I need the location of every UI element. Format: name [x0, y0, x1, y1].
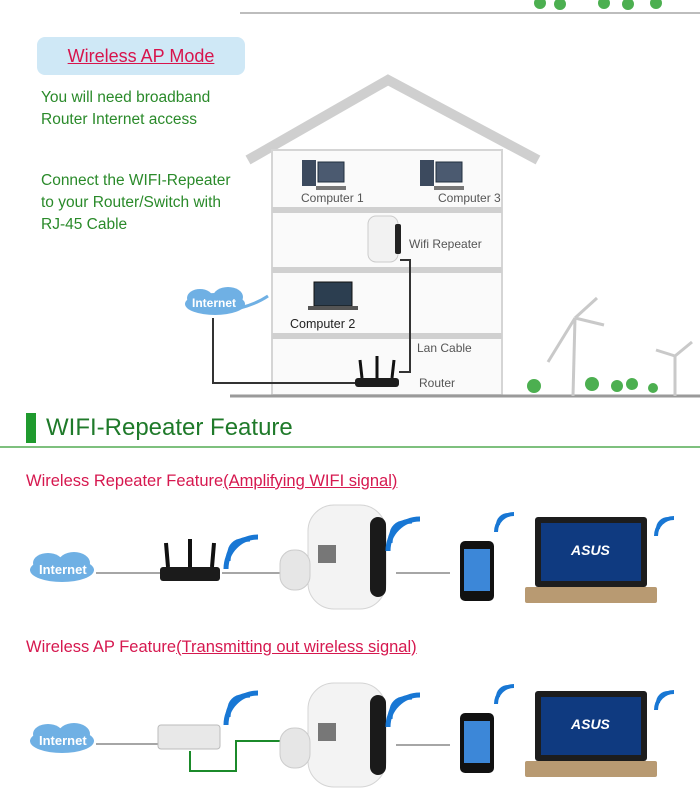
computer-2-icon — [308, 281, 358, 310]
wifi-signal-icon — [654, 690, 675, 711]
repeater-feature-heading: Wireless Repeater Feature(Amplifying WIF… — [26, 472, 397, 491]
wind-turbine-icons — [546, 296, 693, 397]
internet-label: Internet — [192, 296, 237, 310]
wifi-signal-icon — [385, 516, 421, 552]
internet-cloud-icon — [185, 287, 269, 315]
instruction-line-5: RJ-45 Cable — [41, 216, 128, 233]
instruction-line-1: You will need broadband — [41, 89, 211, 106]
mode-title: Wireless AP Mode — [67, 45, 215, 66]
computer-1-icon — [302, 160, 346, 190]
wifi-signal-icon — [654, 516, 675, 537]
house-diagram — [185, 0, 700, 398]
instruction-line-2: Router Internet access — [41, 111, 197, 128]
repeater-flow-diagram — [30, 504, 675, 610]
laptop-brand-label: ASUS — [571, 542, 610, 558]
repeater-heading-text: Wireless Repeater Feature — [26, 472, 224, 490]
wifi-signal-icon — [223, 690, 259, 726]
instruction-line-3: Connect the WIFI-Repeater — [41, 172, 231, 189]
section-divider — [0, 446, 700, 448]
instruction-line-4: to your Router/Switch with — [41, 194, 222, 211]
wifi-signal-icon — [494, 512, 515, 533]
router-icon — [160, 539, 220, 581]
laptop-icon — [525, 691, 657, 777]
internet-label-repeater: Internet — [39, 562, 87, 577]
ap-feature-heading: Wireless AP Feature(Transmitting out wir… — [26, 638, 417, 657]
modem-icon — [157, 724, 221, 750]
internet-label-ap: Internet — [39, 733, 87, 748]
repeater-subheading: (Amplifying WIFI signal) — [223, 472, 398, 490]
wifi-repeater-device-icon — [279, 682, 387, 788]
wifi-repeater-device-icon — [279, 504, 387, 610]
wifi-signal-icon — [223, 534, 259, 570]
wifi-repeater-icon — [367, 215, 401, 263]
lan-cable-label: Lan Cable — [417, 341, 472, 355]
router-icon — [355, 356, 399, 387]
ap-subheading: (Transmitting out wireless signal) — [176, 638, 417, 656]
computer-2-label: Computer 2 — [290, 317, 356, 331]
internet-cloud-icon — [30, 723, 158, 753]
ap-heading-text: Wireless AP Feature — [26, 638, 177, 656]
section-marker — [26, 413, 36, 443]
router-label: Router — [419, 376, 456, 390]
smartphone-icon — [460, 541, 494, 601]
wifi-repeater-label: Wifi Repeater — [409, 237, 482, 251]
laptop-brand-label: ASUS — [571, 716, 610, 732]
top-divider — [240, 0, 700, 14]
ap-flow-diagram — [30, 682, 675, 788]
tree-icons — [527, 0, 662, 393]
mode-badge: Wireless AP Mode — [37, 37, 245, 75]
computer-3-icon — [420, 160, 464, 190]
laptop-icon — [525, 517, 657, 603]
computer-1-label: Computer 1 — [301, 191, 364, 205]
internet-cloud-icon — [30, 552, 160, 582]
smartphone-icon — [460, 713, 494, 773]
feature-title: WIFI-Repeater Feature — [46, 414, 293, 441]
wifi-signal-icon — [494, 684, 515, 705]
wifi-signal-icon — [385, 692, 421, 728]
computer-3-label: Computer 3 — [438, 191, 501, 205]
